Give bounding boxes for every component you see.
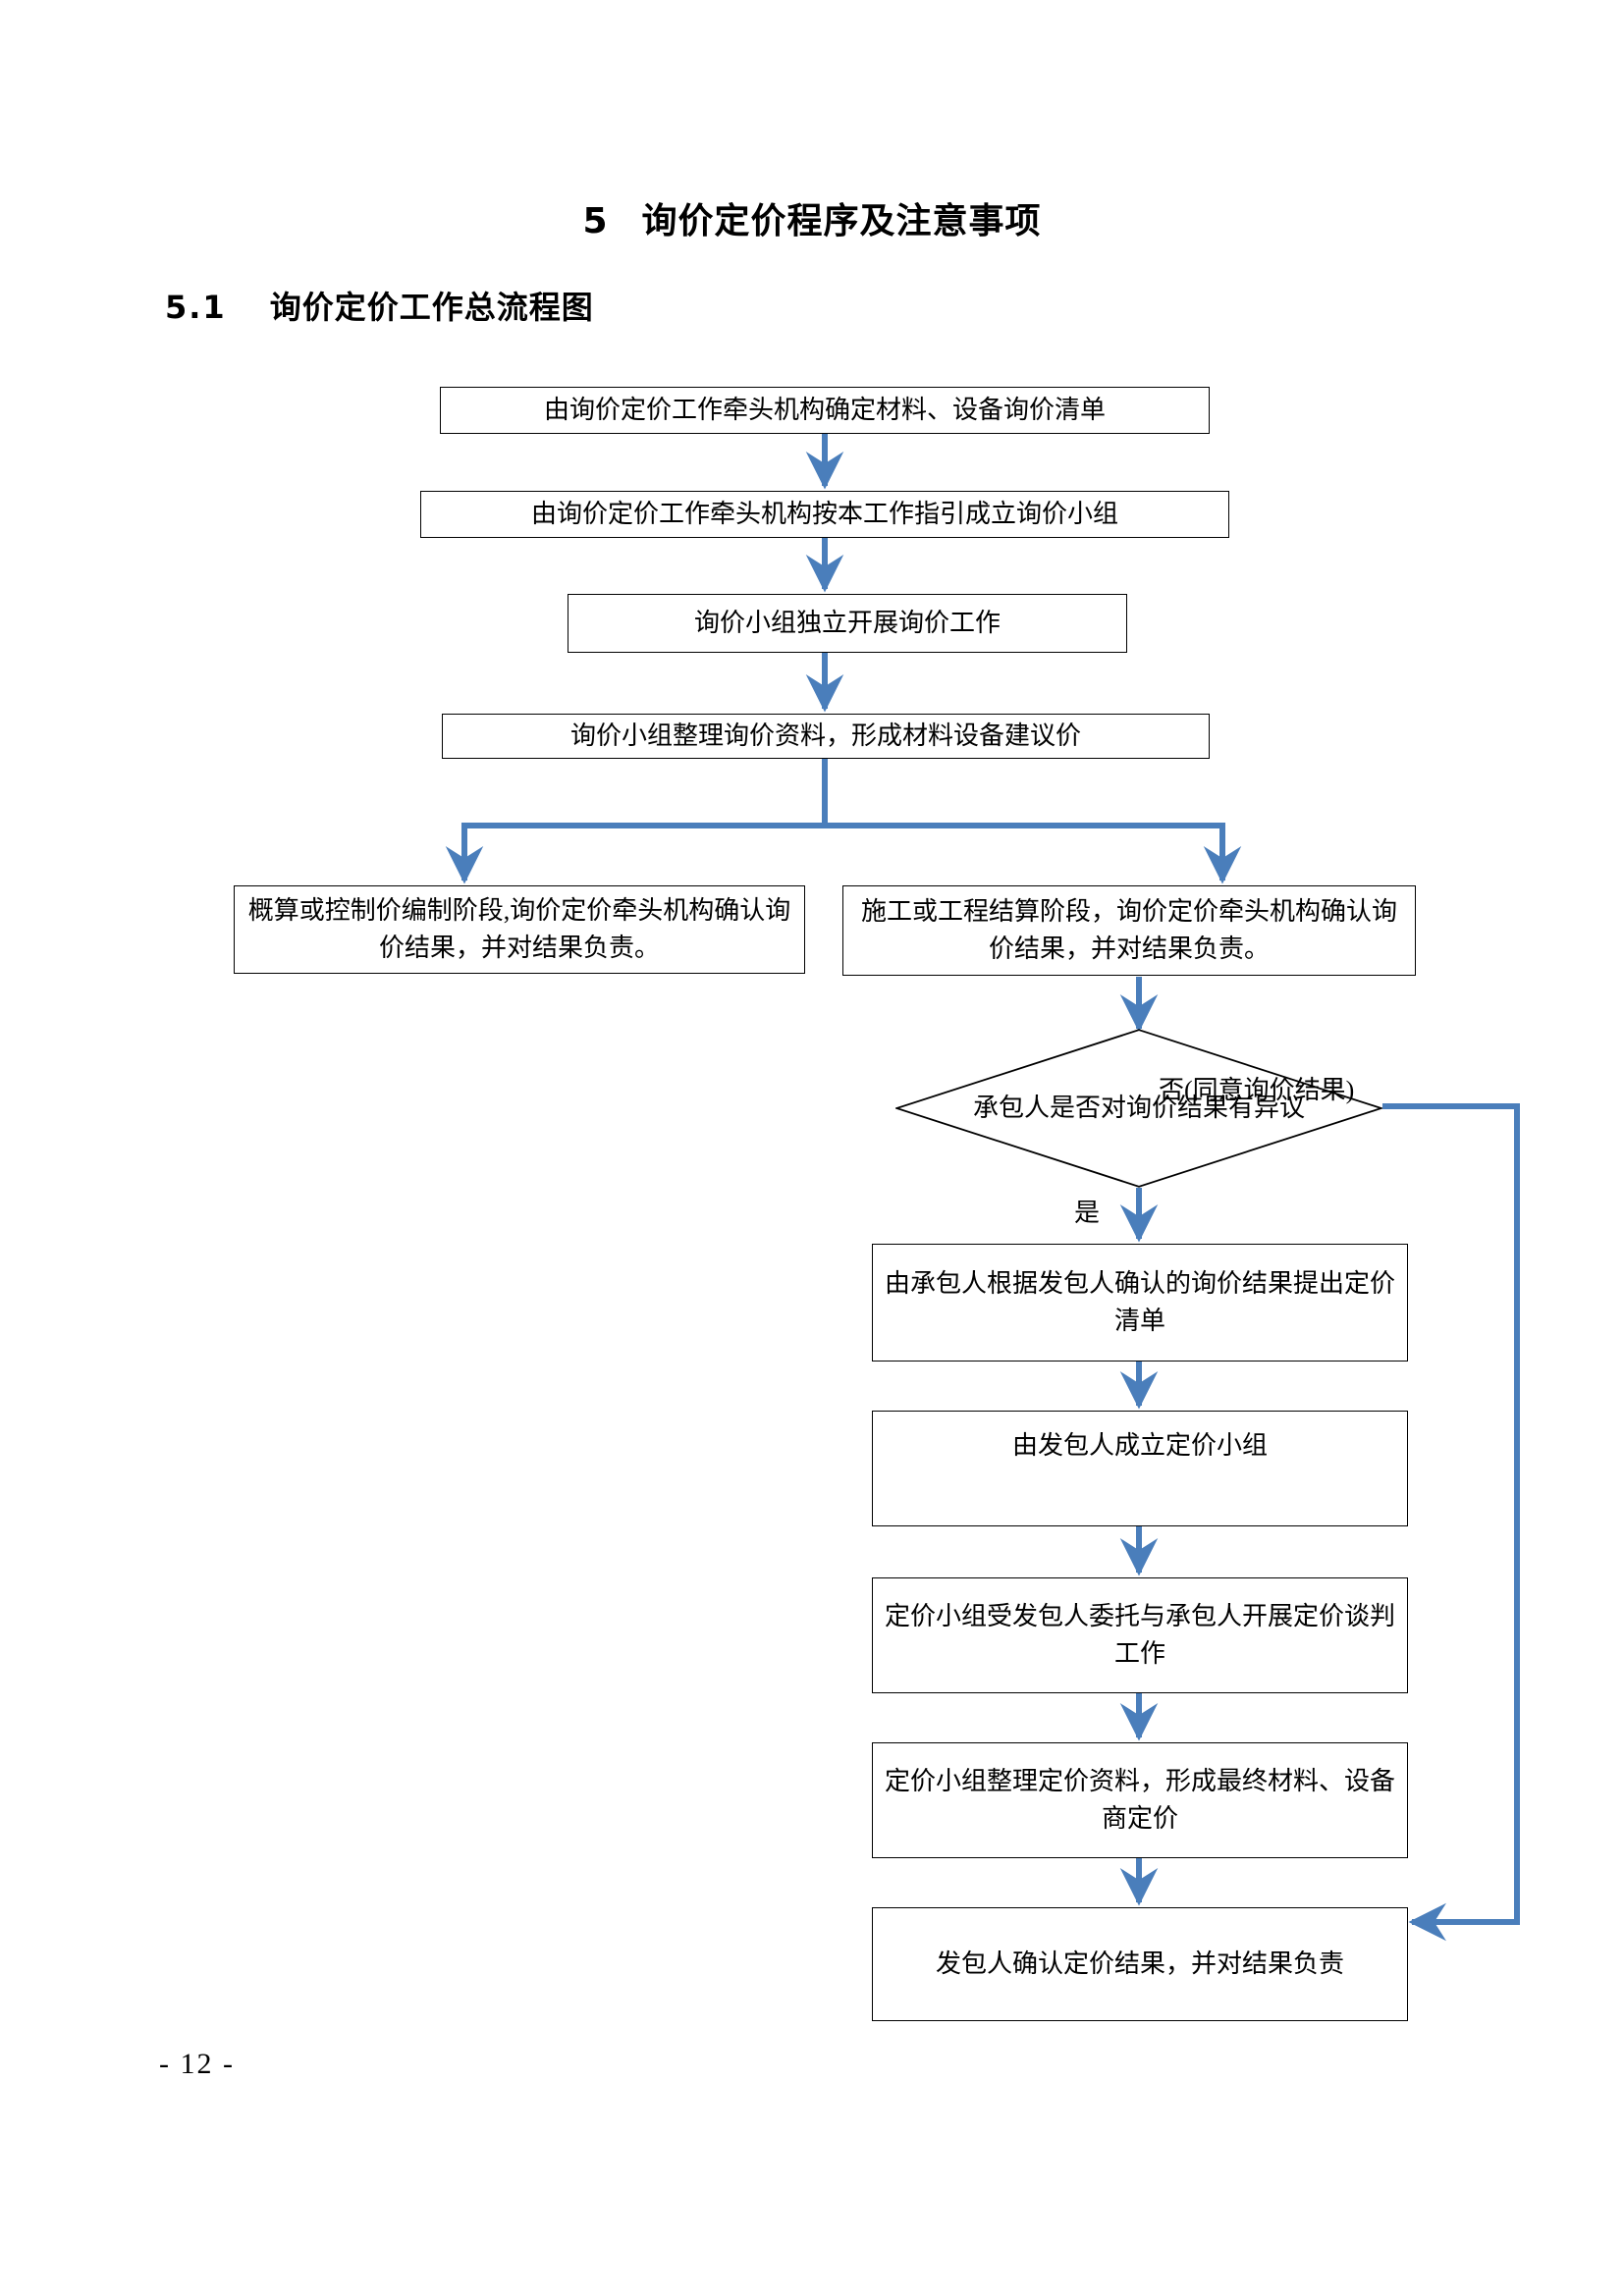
subsection-number: 5.1 [165,289,227,326]
flow-node-label: 由询价定价工作牵头机构按本工作指引成立询价小组 [530,500,1118,529]
edge-label-yes: 是 [1074,1199,1101,1227]
edge-label-no: 否(同意询价结果) [1159,1076,1355,1104]
flow-node-n11[interactable]: 定价小组整理定价资料，形成最终材料、设备商定价 [872,1742,1408,1858]
flow-node-n1[interactable]: 由询价定价工作牵头机构确定材料、设备询价清单 [440,387,1210,434]
flow-node-label: 发包人确认定价结果，并对结果负责 [935,1949,1344,1979]
page-number: - 12 - [159,2048,235,2080]
section-title: 询价定价程序及注意事项 [641,201,1042,241]
flow-node-label: 由承包人根据发包人确认的询价结果提出定价清单 [884,1269,1395,1335]
flow-node-n5[interactable]: 概算或控制价编制阶段,询价定价牵头机构确认询价结果，并对结果负责。 [234,885,805,974]
flow-node-n9[interactable]: 由发包人成立定价小组 [872,1411,1408,1526]
flow-node-n4[interactable]: 询价小组整理询价资料，形成材料设备建议价 [442,714,1210,759]
flow-node-n12[interactable]: 发包人确认定价结果，并对结果负责 [872,1907,1408,2021]
flow-decision-n7[interactable]: 承包人是否对询价结果有异议 [895,1029,1382,1188]
flow-node-label: 施工或工程结算阶段，询价定价牵头机构确认询价结果，并对结果负责。 [860,897,1397,963]
flow-node-label: 由发包人成立定价小组 [1011,1431,1268,1460]
flow-node-label: 定价小组受发包人委托与承包人开展定价谈判工作 [884,1602,1395,1668]
subsection-title: 询价定价工作总流程图 [269,289,594,326]
flow-node-n2[interactable]: 由询价定价工作牵头机构按本工作指引成立询价小组 [420,491,1229,538]
flow-node-label: 询价小组独立开展询价工作 [693,609,1001,638]
page-title: 5 询价定价程序及注意事项 [0,192,1624,243]
flow-node-n6[interactable]: 施工或工程结算阶段，询价定价牵头机构确认询价结果，并对结果负责。 [842,885,1416,976]
subsection-heading: 5.1 询价定价工作总流程图 [165,283,594,328]
flow-node-n3[interactable]: 询价小组独立开展询价工作 [568,594,1127,653]
section-number: 5 [582,201,609,241]
flow-node-n10[interactable]: 定价小组受发包人委托与承包人开展定价谈判工作 [872,1577,1408,1693]
flow-node-n8[interactable]: 由承包人根据发包人确认的询价结果提出定价清单 [872,1244,1408,1362]
flow-node-label: 定价小组整理定价资料，形成最终材料、设备商定价 [884,1767,1395,1833]
diamond-shape [895,1029,1382,1188]
flow-node-label: 由询价定价工作牵头机构确定材料、设备询价清单 [543,396,1106,425]
flow-node-label: 询价小组整理询价资料，形成材料设备建议价 [569,721,1081,751]
flow-node-label: 概算或控制价编制阶段,询价定价牵头机构确认询价结果，并对结果负责。 [247,896,791,962]
